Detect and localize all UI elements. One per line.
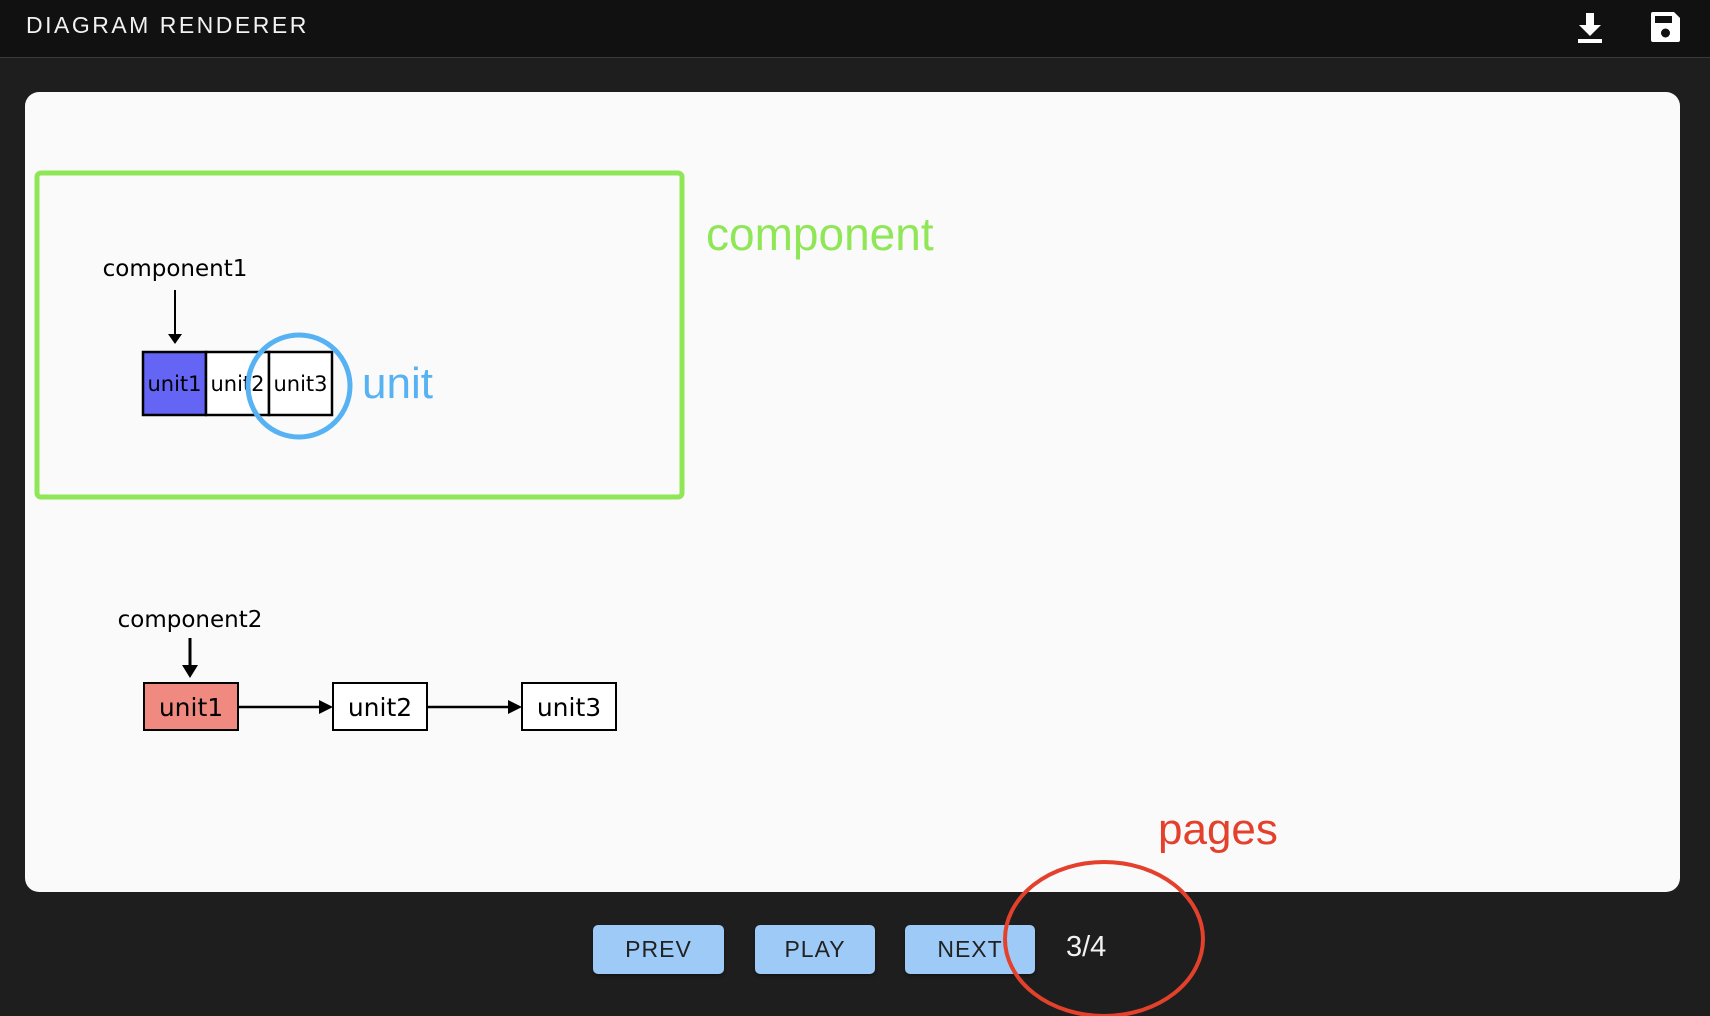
- component2-label: component2: [118, 607, 263, 633]
- component-annotation-label: component: [706, 208, 934, 260]
- c1-unit2-label: unit2: [210, 372, 264, 396]
- c2-link-1-2-head: [319, 700, 333, 714]
- diagram-canvas: component1 unit1 unit2 unit3 component u…: [25, 92, 1680, 892]
- c1-unit3-label: unit3: [273, 372, 327, 396]
- c1-unit2-box: [204, 350, 271, 417]
- download-icon[interactable]: [1573, 10, 1607, 44]
- unit-highlight-circle: [245, 332, 353, 440]
- c2-unit3-box: [521, 682, 617, 731]
- component-highlight-box: [34, 170, 685, 500]
- component1-label: component1: [103, 256, 248, 282]
- c2-unit3-label: unit3: [537, 693, 601, 722]
- unit-annotation-label: unit: [362, 359, 433, 408]
- c1-unit3-box: [267, 350, 334, 417]
- component2-arrowhead: [182, 665, 198, 678]
- c2-unit1-label: unit1: [159, 693, 223, 722]
- c1-unit1-label: unit1: [147, 372, 201, 396]
- c2-unit1-box: [143, 682, 239, 731]
- save-icon[interactable]: [1648, 10, 1682, 44]
- top-bar: DIAGRAM RENDERER: [0, 0, 1710, 58]
- app-title: DIAGRAM RENDERER: [26, 12, 309, 38]
- c2-unit2-label: unit2: [348, 693, 412, 722]
- prev-button[interactable]: PREV: [593, 925, 724, 974]
- component1-arrowhead: [168, 334, 182, 344]
- c2-link-2-3-head: [508, 700, 522, 714]
- next-button[interactable]: NEXT: [905, 925, 1035, 974]
- c2-unit2-box: [332, 682, 428, 731]
- play-button[interactable]: PLAY: [755, 925, 875, 974]
- page-indicator: 3/4: [1066, 931, 1107, 963]
- pages-annotation-label: pages: [1158, 805, 1278, 854]
